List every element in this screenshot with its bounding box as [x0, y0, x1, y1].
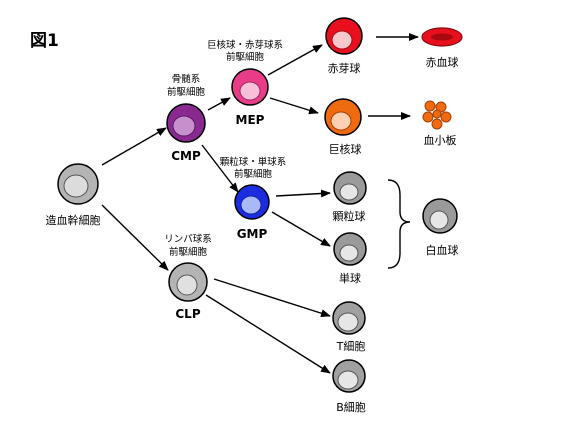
- platelet-label: 血小板: [424, 133, 457, 147]
- cmp-label: CMP: [171, 149, 201, 163]
- cmp-cell: 骨髄系 前駆細胞 CMP: [166, 73, 206, 163]
- erythroblast-nucleus: [331, 30, 353, 50]
- granulocyte-cell: 顆粒球: [333, 171, 367, 223]
- mep-caption-line1: 巨核球・赤芽球系: [207, 39, 283, 51]
- clp-cell: リンパ球系 前駆細胞 CLP: [164, 233, 212, 321]
- arrow-hsc-to-cmp: [101, 127, 167, 166]
- arrow-clp-to-b-cell: [205, 294, 331, 374]
- clp-label: CLP: [175, 307, 200, 321]
- t-cell: T細胞: [332, 301, 366, 353]
- arrow-mep-to-erythroblast: [267, 44, 323, 76]
- hsc-nucleus: [63, 174, 89, 198]
- monocyte-nucleus: [339, 244, 359, 262]
- leukocyte-label: 白血球: [426, 243, 459, 257]
- platelet: [424, 100, 436, 112]
- arrow-hsc-to-clp: [101, 204, 169, 271]
- platelet-cluster: 血小板: [422, 100, 457, 147]
- erythrocyte-cell: 赤血球: [421, 27, 463, 69]
- erythroblast-label: 赤芽球: [328, 61, 361, 75]
- gmp-cell: 顆粒球・単球系 前駆細胞 GMP: [220, 156, 287, 241]
- gmp-label: GMP: [237, 227, 268, 241]
- platelet: [422, 111, 434, 123]
- mep-nucleus: [239, 81, 261, 101]
- t-cell-label: T細胞: [336, 340, 366, 353]
- arrow-clp-to-t-cell: [213, 278, 331, 318]
- arrow-mep-to-megakaryocyte: [269, 97, 319, 115]
- granulocyte-nucleus: [339, 183, 359, 201]
- b-cell: B細胞: [332, 359, 366, 414]
- clp-nucleus: [176, 274, 198, 296]
- platelet: [431, 118, 443, 130]
- hsc-cell: 造血幹細胞: [46, 163, 101, 227]
- hsc-label: 造血幹細胞: [46, 213, 101, 227]
- gmp-caption-line2: 前駆細胞: [234, 168, 273, 180]
- arrows: [101, 33, 419, 374]
- arrow-gmp-to-granulocyte: [275, 189, 331, 198]
- erythrocyte-center: [431, 33, 453, 41]
- platelet: [440, 111, 452, 123]
- gmp-nucleus: [240, 195, 262, 215]
- monocyte-cell: 単球: [333, 232, 367, 285]
- megakaryocyte-nucleus: [330, 111, 352, 131]
- cmp-caption-line1: 骨髄系: [172, 73, 201, 85]
- figure-title: 図1: [30, 31, 59, 51]
- monocyte-label: 単球: [339, 271, 361, 285]
- erythrocyte-label: 赤血球: [426, 55, 459, 69]
- granulocyte-label: 顆粒球: [333, 209, 366, 223]
- arrow-gmp-to-monocyte: [271, 211, 331, 247]
- gmp-caption-line1: 顆粒球・単球系: [220, 156, 287, 168]
- arrow-cmp-to-mep: [207, 97, 231, 111]
- megakaryocyte-label: 巨核球: [329, 142, 362, 156]
- arrow-cmp-to-gmp: [201, 144, 239, 193]
- t-cell-nucleus: [337, 312, 359, 332]
- b-cell-label: B細胞: [336, 401, 366, 414]
- megakaryocyte-cell: 巨核球: [324, 98, 362, 156]
- leukocyte-bracket: [387, 179, 411, 269]
- cmp-nucleus: [172, 115, 196, 137]
- mep-label: MEP: [236, 113, 265, 127]
- leukocyte-nucleus: [429, 210, 449, 230]
- clp-caption-line2: 前駆細胞: [169, 246, 208, 258]
- platelet: [432, 109, 442, 119]
- mep-cell: 巨核球・赤芽球系 前駆細胞 MEP: [207, 39, 283, 127]
- mep-caption-line2: 前駆細胞: [226, 51, 265, 63]
- cmp-caption-line2: 前駆細胞: [167, 86, 206, 98]
- clp-caption-line1: リンパ球系: [164, 233, 212, 245]
- leukocyte-cell: 白血球: [422, 198, 459, 257]
- b-cell-nucleus: [337, 370, 359, 390]
- erythroblast-cell: 赤芽球: [325, 17, 363, 75]
